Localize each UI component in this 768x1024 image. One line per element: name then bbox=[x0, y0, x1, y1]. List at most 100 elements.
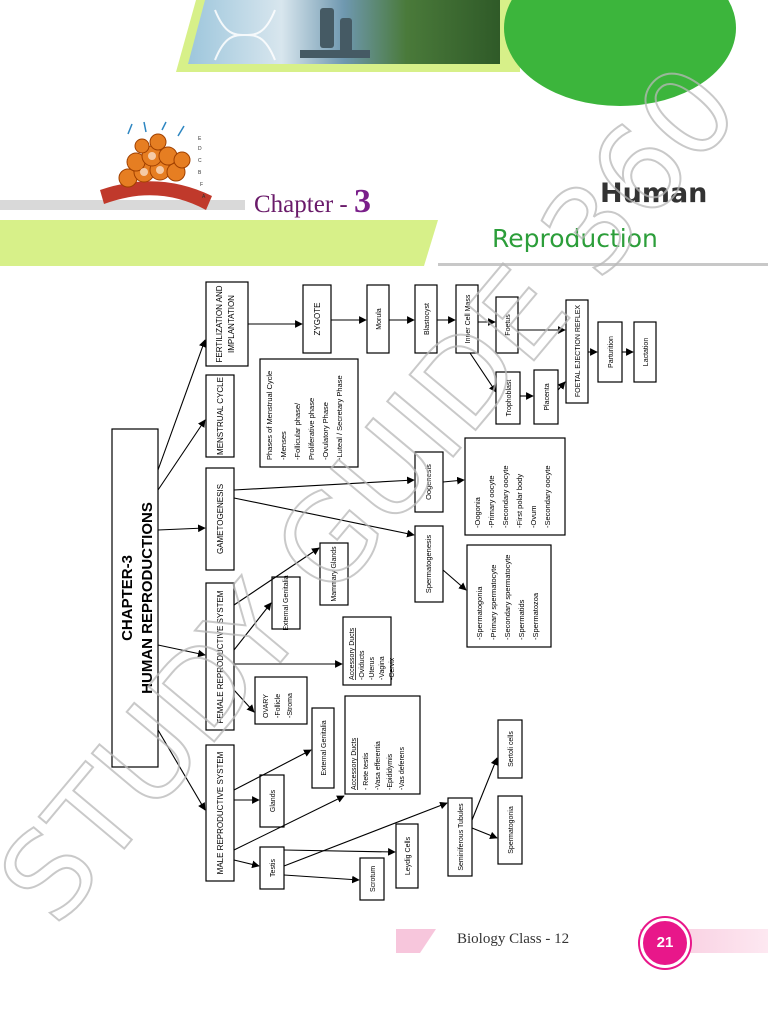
fertilization-box bbox=[205, 281, 249, 367]
svg-text:-Secondary spermatocyte: -Secondary spermatocyte bbox=[503, 555, 512, 640]
seminiferous-box bbox=[447, 797, 473, 877]
svg-text:Phases of Menstrual Cycle: Phases of Menstrual Cycle bbox=[265, 371, 274, 460]
svg-text:-Secondary oocyte: -Secondary oocyte bbox=[501, 465, 510, 528]
chapter-number: 3 bbox=[353, 183, 371, 220]
blastocyst-box bbox=[414, 284, 438, 354]
svg-text:-Spermatids: -Spermatids bbox=[517, 599, 526, 640]
svg-text:-Spermatozoa: -Spermatozoa bbox=[531, 592, 540, 640]
inner-cell-mass-label: Inner Cell Mass bbox=[465, 294, 472, 343]
testis-label: Testis bbox=[270, 859, 277, 877]
leydig-box bbox=[395, 823, 419, 889]
svg-text:-Uterus: -Uterus bbox=[369, 657, 376, 680]
microscope-icon bbox=[300, 8, 370, 58]
svg-text:-Primary spermatocyte: -Primary spermatocyte bbox=[489, 565, 498, 640]
glands-box bbox=[259, 774, 285, 828]
svg-text:-Spermatogonia: -Spermatogonia bbox=[475, 586, 484, 640]
spermatogenesis-label: Spermatogenesis bbox=[424, 535, 433, 594]
gametogenesis-box bbox=[205, 467, 235, 571]
svg-text:-Vas deferens: -Vas deferens bbox=[399, 746, 406, 790]
root-label-2: HUMAN REPRODUCTIONS bbox=[139, 502, 156, 694]
svg-text:-Oviducts: -Oviducts bbox=[359, 650, 366, 680]
spermatogonia-label: Spermatogonia bbox=[508, 806, 515, 854]
ext-genitalia-m-box bbox=[311, 707, 335, 789]
svg-text:- Rete testis: - Rete testis bbox=[363, 752, 370, 790]
testis-box bbox=[259, 846, 285, 890]
foetus-box bbox=[495, 296, 519, 354]
svg-text:Proliferative phase: Proliferative phase bbox=[307, 398, 316, 460]
scrotum-box bbox=[359, 857, 385, 901]
svg-text:-Primary oocyte: -Primary oocyte bbox=[487, 475, 496, 528]
zygote-label: ZYGOTE bbox=[313, 303, 322, 336]
svg-text:A: A bbox=[202, 194, 206, 200]
glands-label: Glands bbox=[270, 789, 277, 812]
parturition-box bbox=[597, 321, 623, 383]
lactation-box bbox=[633, 321, 657, 383]
foetal-reflex-label: FOETAL EJECTION REFLEX bbox=[575, 305, 582, 398]
male-system-label: MALE REPRODUCTIVE SYSTEM bbox=[216, 751, 225, 874]
svg-text:-Menses: -Menses bbox=[279, 431, 288, 460]
ext-genitalia-m-label: External Genitalia bbox=[321, 720, 328, 775]
acc-ducts-f-text: Accessory Ducts -Oviducts -Uterus -Vagin… bbox=[349, 627, 396, 680]
sertoli-box bbox=[497, 719, 523, 779]
svg-text:-Epididymis: -Epididymis bbox=[387, 753, 394, 790]
blastocyst-label: Blastocyst bbox=[424, 303, 431, 335]
chapter-title-line1: Human bbox=[600, 178, 708, 209]
chapter-title-line2: Reproduction bbox=[492, 224, 658, 253]
title-band bbox=[0, 200, 768, 266]
menstrual-box bbox=[205, 374, 235, 458]
dna-helix-icon bbox=[214, 9, 276, 61]
morula-label: Morula bbox=[376, 308, 383, 330]
svg-text:-Ovum: -Ovum bbox=[529, 506, 538, 529]
page-number: 21 bbox=[640, 918, 690, 968]
trophoblast-label: Trophoblast bbox=[506, 380, 513, 417]
svg-text:-Luteal / Secretary Phase: -Luteal / Secretary Phase bbox=[335, 375, 344, 460]
svg-text:-Vagina: -Vagina bbox=[379, 656, 386, 680]
svg-text:-Stroma: -Stroma bbox=[287, 693, 294, 718]
green-circle-decoration bbox=[504, 0, 736, 106]
fertilization-label: FERTILIZATION AND bbox=[215, 285, 224, 362]
svg-text:-Secondary oocyte: -Secondary oocyte bbox=[543, 465, 552, 528]
svg-text:B: B bbox=[198, 170, 202, 176]
menstrual-label: MENSTRUAL CYCLE bbox=[216, 377, 225, 455]
leydig-label: Leydig Cells bbox=[405, 836, 412, 875]
chapter-label: Chapter - 3 bbox=[254, 183, 371, 220]
spermatogenesis-list-text: -Spermatogonia -Primary spermatocyte -Se… bbox=[475, 555, 540, 640]
lactation-label: Lactation bbox=[643, 338, 650, 367]
svg-text:-Ovulatory Phase: -Ovulatory Phase bbox=[321, 402, 330, 460]
menstrual-phases-text: Phases of Menstrual Cycle -Menses -Folli… bbox=[265, 371, 344, 460]
placenta-box bbox=[533, 369, 559, 425]
svg-text:-Cervix: -Cervix bbox=[389, 657, 396, 680]
svg-text:-Follicular phase/: -Follicular phase/ bbox=[293, 402, 302, 460]
acc-ducts-m-box bbox=[344, 695, 421, 795]
acc-ducts-f-box bbox=[342, 616, 392, 686]
svg-text:OVARY: OVARY bbox=[263, 694, 270, 718]
sertoli-label: Sertoli cells bbox=[508, 731, 515, 767]
parturition-label: Parturition bbox=[608, 336, 615, 368]
zygote-box bbox=[302, 284, 332, 354]
svg-text:Accessory Ducts: Accessory Ducts bbox=[349, 627, 356, 680]
spermatogenesis-list-box bbox=[466, 544, 552, 648]
seminiferous-label: Seminiferous Tubules bbox=[458, 803, 465, 871]
oogenesis-list-box bbox=[464, 437, 566, 536]
gametogenesis-label: GAMETOGENESIS bbox=[216, 484, 225, 554]
morula-box bbox=[366, 284, 390, 354]
scrotum-label: Scrotum bbox=[370, 866, 377, 892]
trophoblast-box bbox=[495, 371, 521, 425]
header-banner bbox=[176, 0, 736, 106]
svg-text:Accessory Ducts: Accessory Ducts bbox=[351, 737, 358, 790]
svg-text:F: F bbox=[200, 182, 203, 188]
ext-genitalia-f-box bbox=[271, 576, 301, 630]
ovary-text: OVARY -Follicle -Stroma bbox=[263, 693, 294, 718]
svg-text:-Follicle: -Follicle bbox=[275, 694, 282, 718]
svg-text:-Oogonia: -Oogonia bbox=[473, 496, 482, 528]
menstrual-phases-box bbox=[259, 358, 359, 468]
oogenesis-list-text: -Oogonia -Primary oocyte -Secondary oocy… bbox=[473, 465, 552, 528]
root-box bbox=[111, 428, 159, 768]
foetus-label: Foetus bbox=[505, 314, 512, 336]
inner-cell-mass-box bbox=[455, 284, 479, 354]
svg-text:C: C bbox=[198, 158, 202, 164]
svg-text:-First polar body: -First polar body bbox=[515, 474, 524, 528]
footer-book-title: Biology Class - 12 bbox=[457, 931, 570, 947]
